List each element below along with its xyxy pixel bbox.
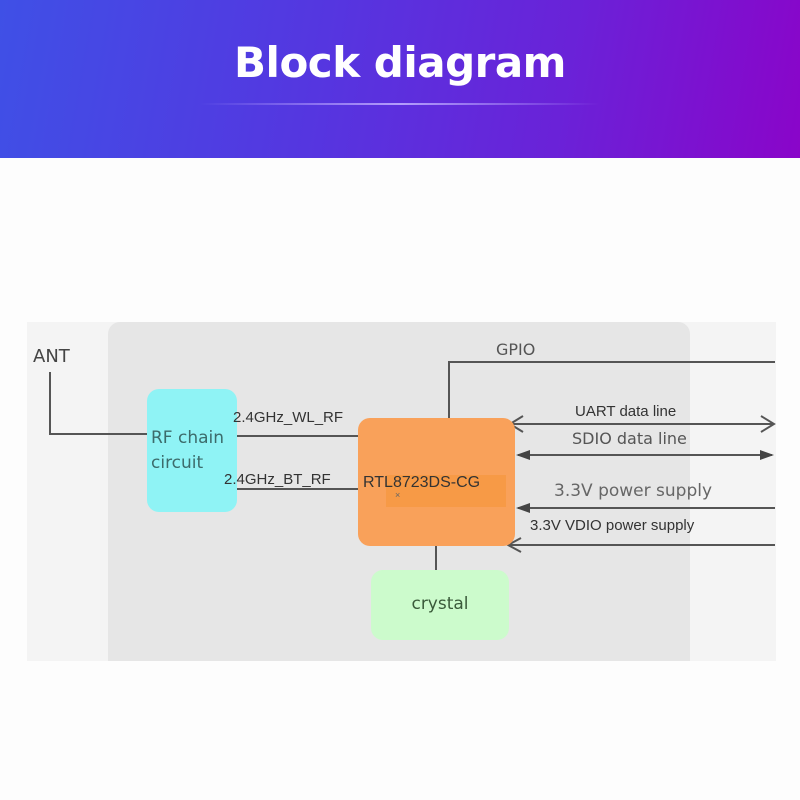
chip-label: RTL8723DS-CG [363, 474, 481, 491]
gpio-label: GPIO [496, 340, 536, 359]
rf-label-line1: RF chain [151, 428, 225, 448]
ant-label: ANT [33, 346, 70, 367]
crystal-block: crystal [371, 570, 509, 640]
uart-label: UART data line [575, 403, 677, 420]
sdio-label: SDIO data line [572, 429, 687, 448]
wl-rf-label: 2.4GHz_WL_RF [233, 409, 344, 426]
sdio-arrow-left [516, 450, 530, 460]
sdio-arrow-right [760, 450, 774, 460]
power-arrow [516, 503, 530, 513]
title-underline [200, 103, 600, 105]
gpio-line [448, 361, 775, 418]
header-banner: Block diagram [0, 0, 800, 158]
uart-arrow-right [760, 415, 776, 433]
rf-label-line2: circuit [151, 453, 204, 473]
rtl8723ds-chip-block: RTL8723DS-CG × [358, 418, 515, 546]
bt-rf-label: 2.4GHz_BT_RF [224, 471, 331, 488]
page-title: Block diagram [234, 38, 566, 87]
vdio-arrow [505, 537, 522, 553]
rf-chain-block: RF chain circuit [147, 389, 237, 512]
crystal-label: crystal [411, 594, 469, 614]
power-label: 3.3V power supply [554, 481, 713, 501]
chip-marker: × [395, 490, 401, 500]
chip-label-highlight [386, 475, 506, 507]
vdio-label: 3.3V VDIO power supply [530, 517, 695, 534]
ant-line [49, 372, 147, 435]
